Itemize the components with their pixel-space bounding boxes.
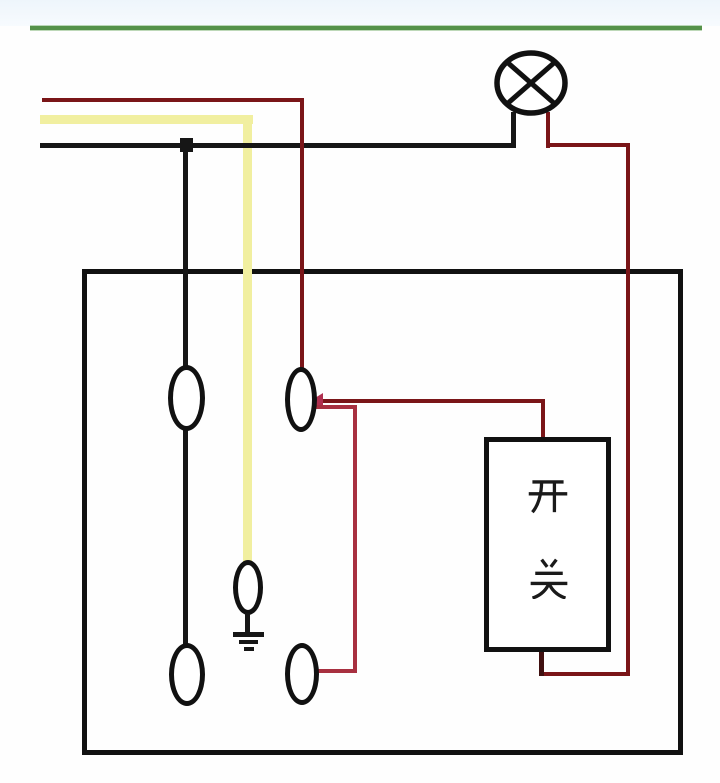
switch-top-lead: [541, 400, 545, 442]
lamp-icon: [494, 50, 568, 116]
terminal-oval-neutral-bottom: [169, 643, 205, 706]
live-wire-horizontal: [42, 98, 304, 102]
green-divider-line: [30, 26, 702, 30]
switch-box: [484, 437, 611, 652]
branch-wire-bottom: [317, 669, 357, 673]
lamp-return-vertical: [626, 143, 630, 676]
switch-char-guan: [530, 558, 568, 599]
branch-wire-vertical: [353, 405, 357, 673]
lamp-neutral-lead: [511, 112, 516, 148]
neutral-wire-horizontal: [40, 143, 516, 148]
ground-bar-large: [233, 632, 264, 637]
switch-bottom-lead: [539, 650, 544, 676]
terminal-oval-neutral-top: [168, 365, 205, 431]
ground-bar-small: [244, 647, 254, 651]
switch-bottom-horizontal: [541, 672, 630, 676]
branch-wire-top: [314, 405, 357, 409]
live-wire-vertical: [300, 98, 304, 372]
ground-bar-medium: [239, 640, 258, 644]
switch-feed-horizontal: [314, 399, 545, 403]
wall-box-outline: [82, 269, 683, 755]
earth-wire-vertical: [243, 115, 252, 565]
terminal-oval-live-top: [285, 367, 317, 432]
ground-stub: [245, 613, 250, 634]
lamp-return-horizontal: [546, 143, 630, 147]
terminal-oval-earth: [233, 560, 263, 615]
earth-wire-horizontal: [40, 115, 253, 124]
terminal-oval-live-bottom: [285, 643, 319, 705]
top-tint-band: [0, 0, 720, 26]
switch-char-kai: [528, 480, 568, 514]
lamp-live-lead: [546, 112, 550, 148]
